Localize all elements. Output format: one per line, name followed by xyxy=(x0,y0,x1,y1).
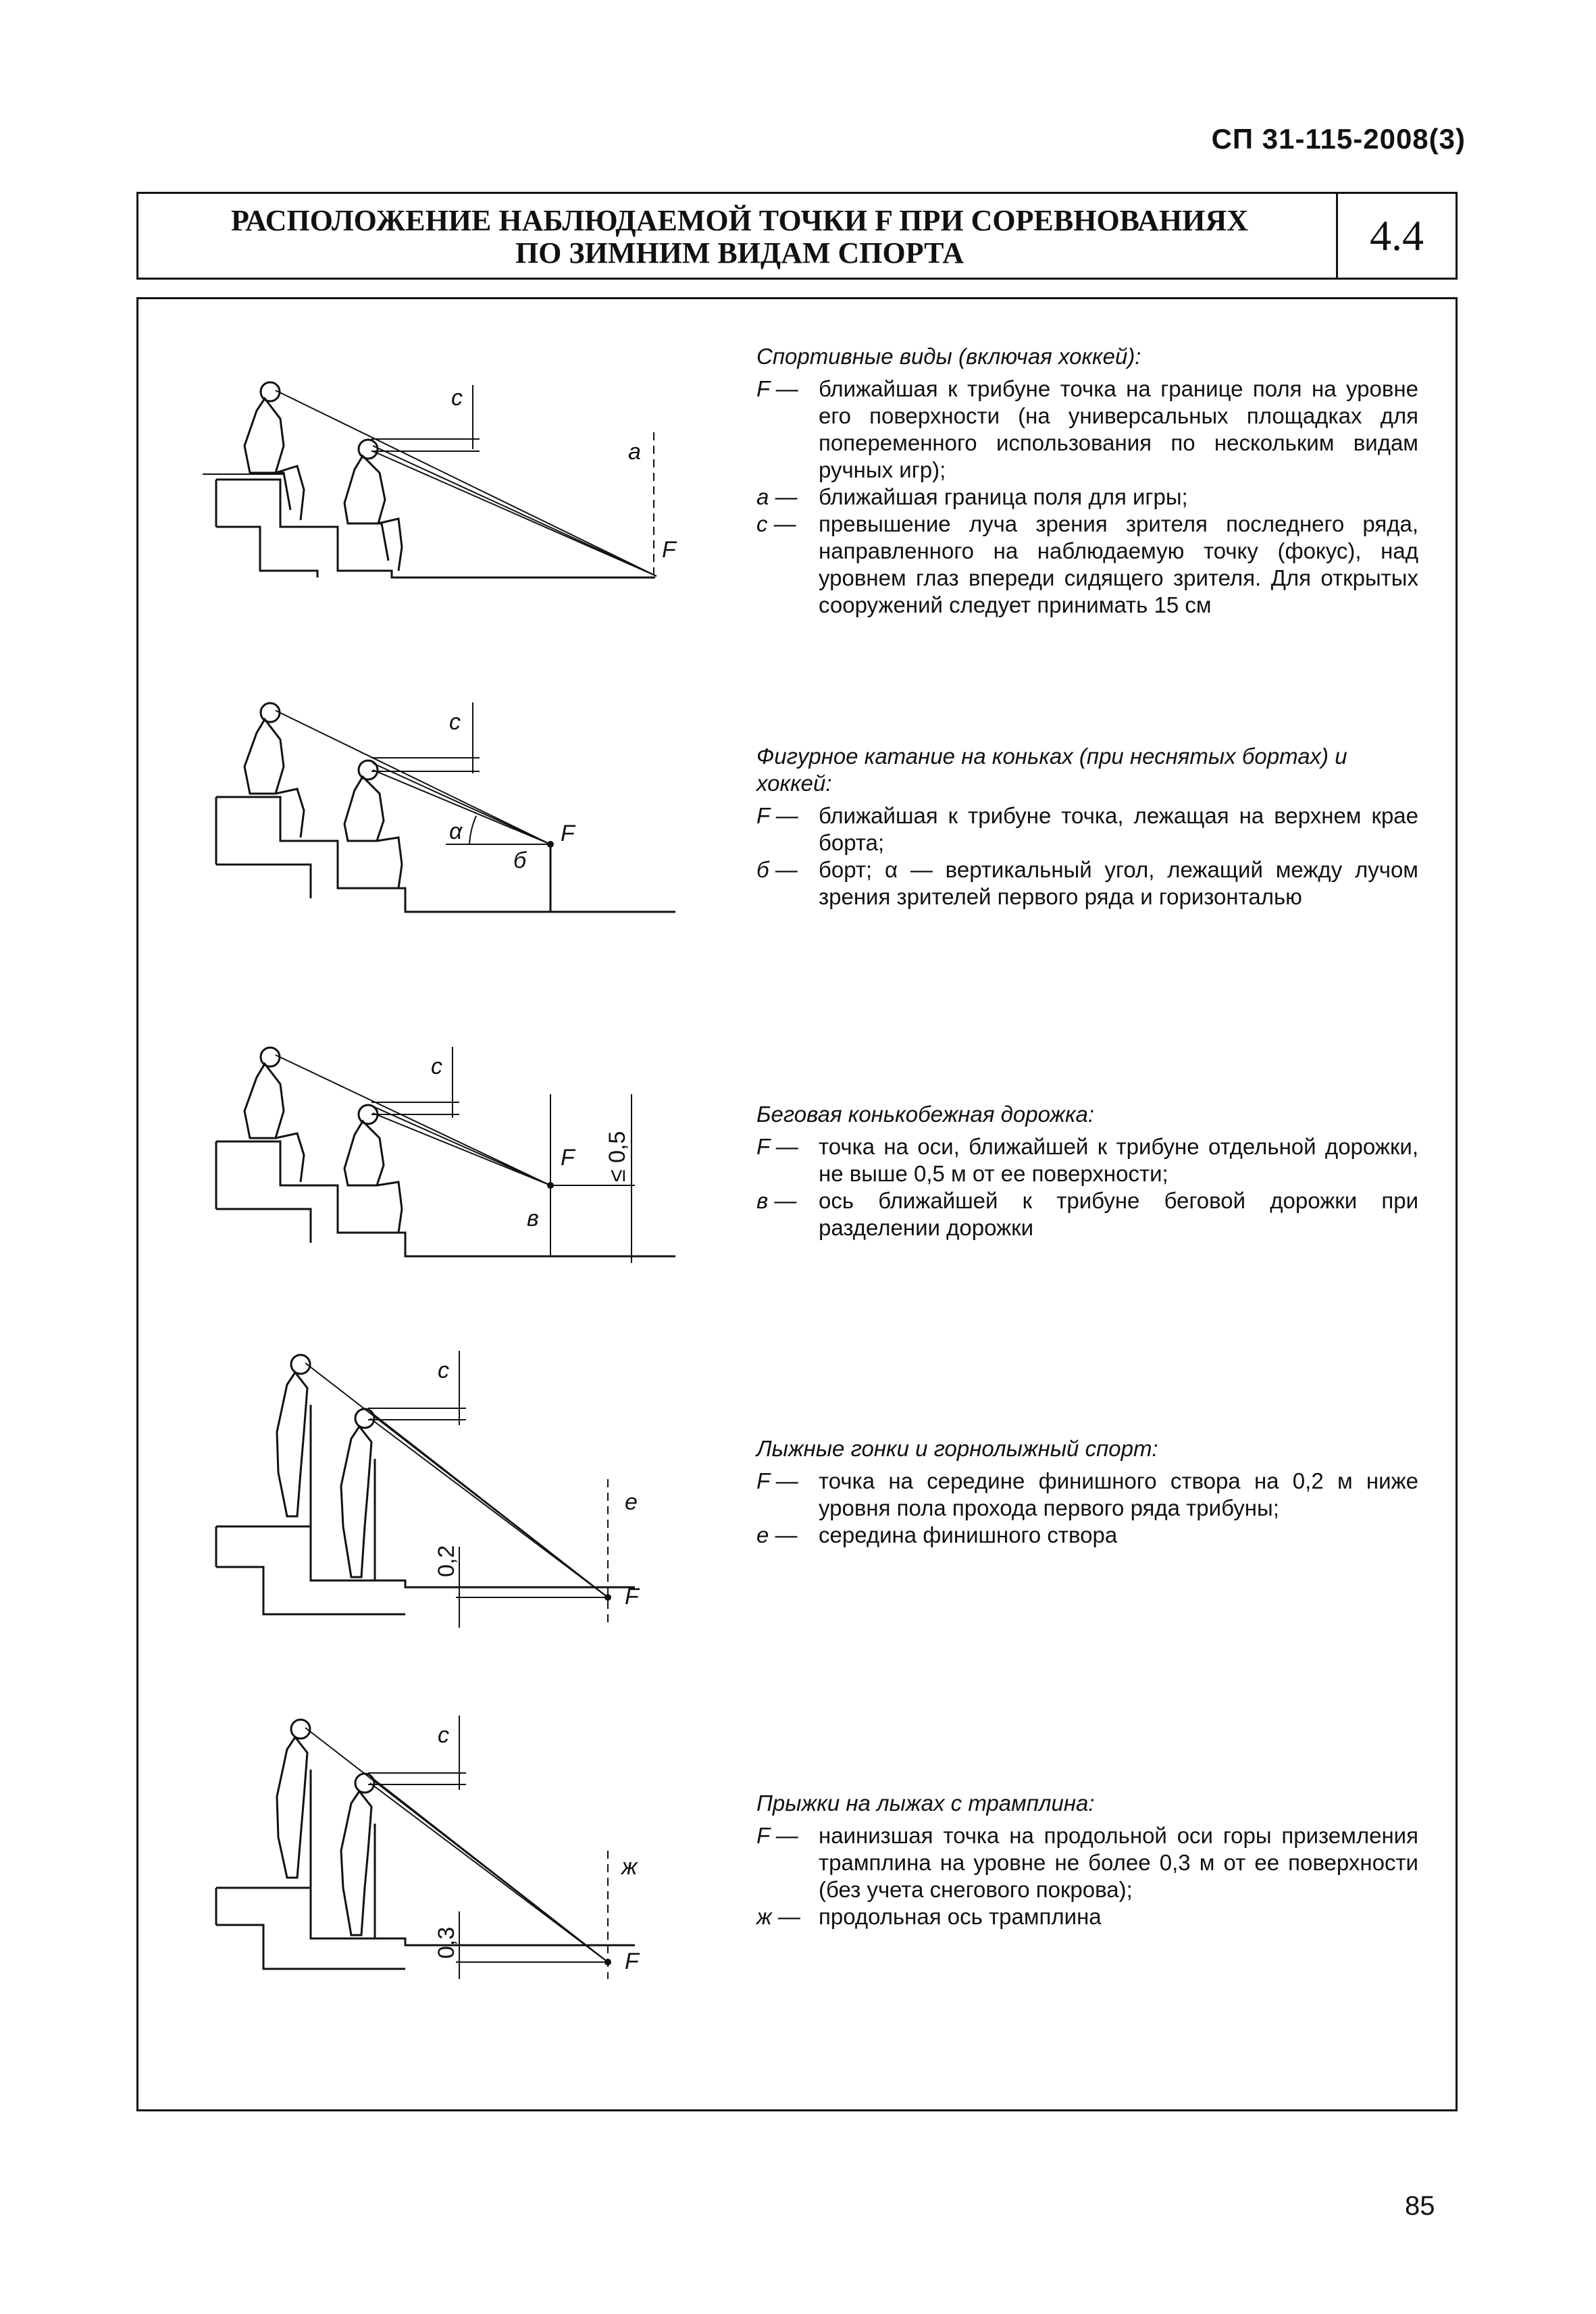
spectator-front-row xyxy=(340,1408,376,1580)
figure-figure-skating: c α б F xyxy=(215,702,675,913)
label-F: F xyxy=(625,1584,640,1610)
item-text: ближайшая к трибуне точка на границе пол… xyxy=(819,376,1418,482)
spectator-front-row xyxy=(343,1104,403,1233)
list-item: F — точка на оси, ближайшей к трибуне отд… xyxy=(756,1133,1418,1187)
item-text: наинизшая точка на продольной оси горы п… xyxy=(819,1823,1418,1902)
stand-steps xyxy=(216,1140,675,1258)
section-skiing: Лыжные гонки и горнолыжный спорт: F — точ… xyxy=(756,1435,1418,1549)
item-text: превышение луча зрения зрителя последнег… xyxy=(819,511,1418,617)
label-e: e xyxy=(625,1489,638,1515)
content-frame xyxy=(136,297,1458,2111)
section-ski-jumping: Прыжки на лыжах с трамплина: F — наинизша… xyxy=(756,1790,1418,1930)
label-c: c xyxy=(438,1358,449,1383)
spectator-back-row xyxy=(276,1718,312,1888)
list-item: б — борт; α — вертикальный угол, лежащий … xyxy=(756,856,1418,910)
label-alpha: α xyxy=(449,819,463,844)
section-caption: Беговая конькобежная дорожка: xyxy=(756,1102,1095,1127)
label-F: F xyxy=(625,1949,640,1974)
list-item: F — наинизшая точка на продольной оси гор… xyxy=(756,1822,1418,1903)
list-item: в — ось ближайшей к трибуне беговой дорож… xyxy=(756,1187,1418,1241)
stand-steps xyxy=(216,1886,635,1947)
label-a: a xyxy=(628,439,641,465)
title-line-2: ПО ЗИМНИМ ВИДАМ СПОРТА xyxy=(515,236,964,269)
section-figure-skating: Фигурное катание на коньках (при несняты… xyxy=(756,743,1418,910)
item-text: ближайшая к трибуне точка, лежащая на ве… xyxy=(819,803,1418,855)
dim-label: 0,2 xyxy=(434,1545,459,1577)
item-text: ось ближайшей к трибуне беговой дорожки … xyxy=(819,1188,1418,1240)
item-key: F — xyxy=(756,1468,798,1493)
label-F: F xyxy=(561,1145,576,1171)
section-speed-skating: Беговая конькобежная дорожка: F — точка н… xyxy=(756,1101,1418,1241)
item-key: б — xyxy=(756,857,798,882)
stand-steps xyxy=(216,796,675,913)
label-c: c xyxy=(431,1054,442,1079)
document-code: СП 31-115-2008(3) xyxy=(1211,123,1466,155)
section-caption: Спортивные виды (включая хоккей): xyxy=(756,344,1141,369)
spectator-back-row xyxy=(243,702,305,838)
figure-speed-skating: c F в ≤ 0,5 xyxy=(215,1046,675,1263)
dim-label: ≤ 0,5 xyxy=(604,1131,630,1182)
item-key: ж — xyxy=(756,1904,800,1929)
item-key: c — xyxy=(756,511,796,536)
page-number: 85 xyxy=(1405,2191,1435,2221)
section-sports-hockey: Спортивные виды (включая хоккей): F — бли… xyxy=(756,343,1418,619)
item-key: F — xyxy=(756,803,798,828)
page-title: РАСПОЛОЖЕНИЕ НАБЛЮДАЕМОЙ ТОЧКИ F ПРИ СОР… xyxy=(138,205,1341,269)
figure-sports-hockey: c a F xyxy=(203,381,677,579)
list-item: е — середина финишного створа xyxy=(756,1522,1418,1549)
item-key: a — xyxy=(756,484,798,509)
figure-ski-jumping: c ж F 0,3 xyxy=(215,1716,640,1979)
label-F: F xyxy=(561,821,576,846)
list-item: F — ближайшая к трибуне точка на границе … xyxy=(756,376,1418,484)
item-key: F — xyxy=(756,376,798,401)
item-key: F — xyxy=(756,1134,798,1159)
item-key: в — xyxy=(756,1188,797,1213)
list-item: F — ближайшая к трибуне точка, лежащая на… xyxy=(756,802,1418,856)
item-text: точка на оси, ближайшей к трибуне отдель… xyxy=(819,1134,1418,1186)
list-item: F — точка на середине финишного створа на… xyxy=(756,1468,1418,1522)
section-caption: Фигурное катание на коньках (при несняты… xyxy=(756,744,1347,796)
title-line-1: РАСПОЛОЖЕНИЕ НАБЛЮДАЕМОЙ ТОЧКИ F ПРИ СОР… xyxy=(230,204,1249,237)
item-text: точка на середине финишного створа на 0,… xyxy=(819,1468,1418,1520)
stand-steps xyxy=(216,1525,635,1589)
list-item: c — превышение луча зрения зрителя послед… xyxy=(756,511,1418,619)
list-item: ж — продольная ось трамплина xyxy=(756,1903,1418,1930)
label-c: c xyxy=(449,709,461,735)
label-zh: ж xyxy=(620,1854,638,1880)
item-key: е — xyxy=(756,1522,798,1547)
stand-steps xyxy=(216,478,655,579)
item-text: продольная ось трамплина xyxy=(819,1904,1102,1929)
item-key: F — xyxy=(756,1823,798,1848)
label-c: c xyxy=(438,1722,449,1748)
spectator-front-row xyxy=(343,438,403,571)
spectator-back-row xyxy=(243,381,305,521)
item-text: середина финишного створа xyxy=(819,1522,1118,1547)
label-F: F xyxy=(662,537,677,563)
spectator-back-row xyxy=(276,1354,312,1526)
title-box: РАСПОЛОЖЕНИЕ НАБЛЮДАЕМОЙ ТОЧКИ F ПРИ СОР… xyxy=(136,192,1458,280)
label-v: в xyxy=(527,1206,539,1231)
item-text: ближайшая граница поля для игры; xyxy=(819,484,1188,509)
list-item: a — ближайшая граница поля для игры; xyxy=(756,484,1418,511)
label-b: б xyxy=(513,848,527,873)
figure-skiing: c e F 0,2 xyxy=(215,1351,640,1628)
section-caption: Лыжные гонки и горнолыжный спорт: xyxy=(756,1436,1158,1461)
spectator-back-row xyxy=(243,1046,305,1183)
dim-label: 0,3 xyxy=(434,1927,459,1959)
label-c: c xyxy=(451,385,463,411)
section-caption: Прыжки на лыжах с трамплина: xyxy=(756,1791,1095,1816)
item-text: борт; α — вертикальный угол, лежащий меж… xyxy=(819,857,1418,909)
section-number: 4.4 xyxy=(1336,194,1456,278)
spectator-front-row xyxy=(343,759,403,889)
spectator-front-row xyxy=(340,1772,376,1938)
